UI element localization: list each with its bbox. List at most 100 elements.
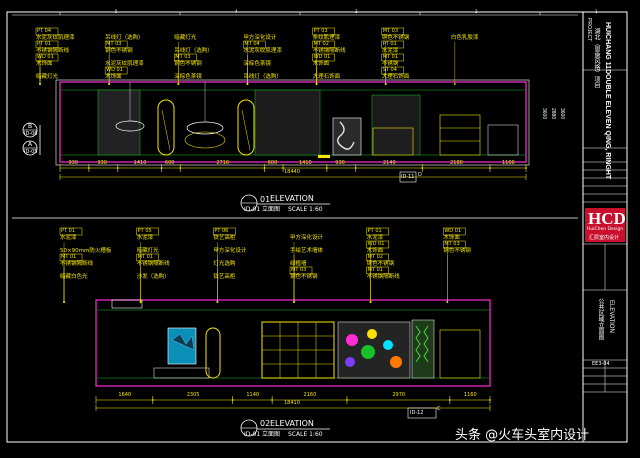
- elevation2-subtitle: 立面图: [262, 431, 281, 438]
- material-callout: 铜色不锈钢: [443, 248, 471, 254]
- material-callout: 铜色不锈钢: [174, 61, 202, 67]
- marker-d-ref: ID-11: [401, 174, 415, 180]
- green-plant-wall: [411, 319, 435, 379]
- material-callout: 木饰面: [366, 248, 384, 254]
- material-code-box: [381, 40, 404, 49]
- material-code: ST 04: [382, 67, 397, 73]
- grid-tick-label: 2: [475, 9, 478, 14]
- material-callout: 深棕色茶镜: [174, 74, 202, 80]
- material-callout: 暗藏灯光: [36, 74, 59, 80]
- dimension-label: 1640: [118, 392, 132, 398]
- material-callout: 铜色不锈钢: [105, 48, 133, 54]
- watermark: 头条 @火车头室内设计: [455, 428, 590, 443]
- material-callout: 水泥漆: [381, 48, 399, 54]
- material-code-box: [35, 53, 59, 62]
- material-callout: 水泥灰纹肌理漆: [36, 35, 75, 41]
- elevation2-number: 02: [260, 419, 271, 428]
- dimension-label: 2710: [216, 160, 230, 166]
- drawing-name-en: ELEVATION: [608, 300, 614, 333]
- round-column: [205, 327, 221, 379]
- material-callout: 不锈钢隔断线: [366, 274, 400, 280]
- material-code: PT 05: [137, 228, 152, 234]
- material-code-box: [381, 27, 404, 36]
- grid-tick-label: 1: [595, 9, 598, 14]
- material-callout: 吊线灯（选购）: [105, 35, 144, 41]
- material-code-box: [443, 240, 466, 249]
- material-callout: 铜色不锈钢: [381, 35, 410, 41]
- material-code: PT 01: [61, 228, 76, 234]
- material-code: MT 03: [444, 241, 460, 247]
- dimension-label: 930: [335, 160, 345, 166]
- side-dim: 2880: [550, 108, 556, 120]
- marker-a-letter: A: [28, 141, 33, 148]
- material-code-box: [381, 66, 404, 75]
- project-name-en: HUICHANG 11DOUBLE ELEVEN QING, RINGHT: [604, 22, 611, 180]
- dimension-label: 2180: [450, 160, 463, 166]
- arch-column: [237, 99, 255, 156]
- company-name-cn: 汇辰室内设计: [589, 235, 620, 241]
- material-code: MT 01: [137, 254, 153, 260]
- wall-panel: [97, 89, 141, 156]
- material-callout: 水泥漆: [366, 235, 384, 241]
- elevation2-title-bar: [240, 419, 330, 437]
- material-code: PT 04: [37, 28, 52, 34]
- material-code-box: [35, 27, 59, 36]
- material-code-box: [289, 266, 313, 275]
- material-callout: 木饰面: [312, 61, 330, 67]
- elevation1-number: 01: [260, 195, 271, 204]
- arch-column: [157, 99, 175, 156]
- material-code: MT 02: [313, 41, 329, 47]
- title-block-label: PROJECT: [586, 18, 592, 42]
- material-code: WD 01: [37, 54, 54, 60]
- material-code-box: [104, 40, 128, 49]
- dimension-label: 1410: [133, 160, 147, 166]
- material-callout: 水泥漆: [60, 235, 77, 241]
- material-callout: 不锈钢隔断线: [60, 261, 94, 267]
- material-callout: 暗藏白色光: [60, 274, 88, 280]
- material-callout: 灯光选购: [213, 261, 236, 267]
- side-shelf: [439, 329, 481, 379]
- dimension-label: 600: [164, 160, 175, 166]
- dimension-label: 2970: [392, 392, 406, 398]
- project-name-cn: 湖北（恩施风格）项目: [593, 28, 599, 88]
- material-code-box: [213, 227, 236, 236]
- elevation2-ref: ID-01: [244, 431, 261, 438]
- material-code: MT 03: [106, 41, 122, 47]
- material-code-box: [136, 227, 159, 236]
- total-dimension-label: 18410: [284, 400, 300, 406]
- material-code: MT 02: [367, 254, 383, 260]
- material-code: WD 01: [367, 241, 385, 247]
- material-callout: 甲方深化设计: [290, 235, 324, 241]
- material-code: MT 04: [244, 41, 260, 47]
- elevation2-title: ELEVATION: [270, 419, 314, 428]
- material-callout: 不锈钢隔断线: [36, 48, 70, 54]
- elevation1-ref: ID-01: [244, 206, 261, 213]
- material-code: WD 01: [313, 54, 331, 60]
- material-callout: 水泥漆: [136, 235, 154, 241]
- side-dim: 3600: [541, 108, 547, 120]
- drawing-name-cn: 公共区域立面图: [597, 298, 603, 340]
- material-code: PT 01: [367, 228, 382, 234]
- dimension-label: 2140: [382, 160, 396, 166]
- total-dimension-label: 18440: [284, 169, 300, 175]
- material-callout: 大理石饰面: [312, 74, 341, 80]
- material-callout: 甲方深化设计: [243, 35, 277, 41]
- brand-logo: HCD: [588, 209, 626, 228]
- material-callout: 吊线灯（选购）: [174, 48, 213, 54]
- sheet-frame: [6, 11, 628, 443]
- grid-tick-label: 5: [115, 9, 118, 14]
- material-callout: 条纹肌理漆: [312, 35, 341, 41]
- top-grid-ticks: [59, 12, 541, 15]
- title-block: [583, 69, 627, 393]
- elevation1-title-bar: [240, 194, 330, 212]
- material-callout: 暗藏灯光: [174, 35, 197, 41]
- material-code-box: [312, 53, 335, 62]
- material-callout: 吊线灯（选购）: [243, 74, 282, 80]
- material-callout: 深棕色茶镜: [243, 61, 271, 67]
- material-code-box: [366, 240, 389, 249]
- material-callout: 大理石饰面: [381, 74, 410, 80]
- material-callout: 不锈钢隔断线: [312, 48, 346, 54]
- dimension-label: 1160: [463, 392, 477, 398]
- material-callout: 木饰面: [105, 74, 122, 80]
